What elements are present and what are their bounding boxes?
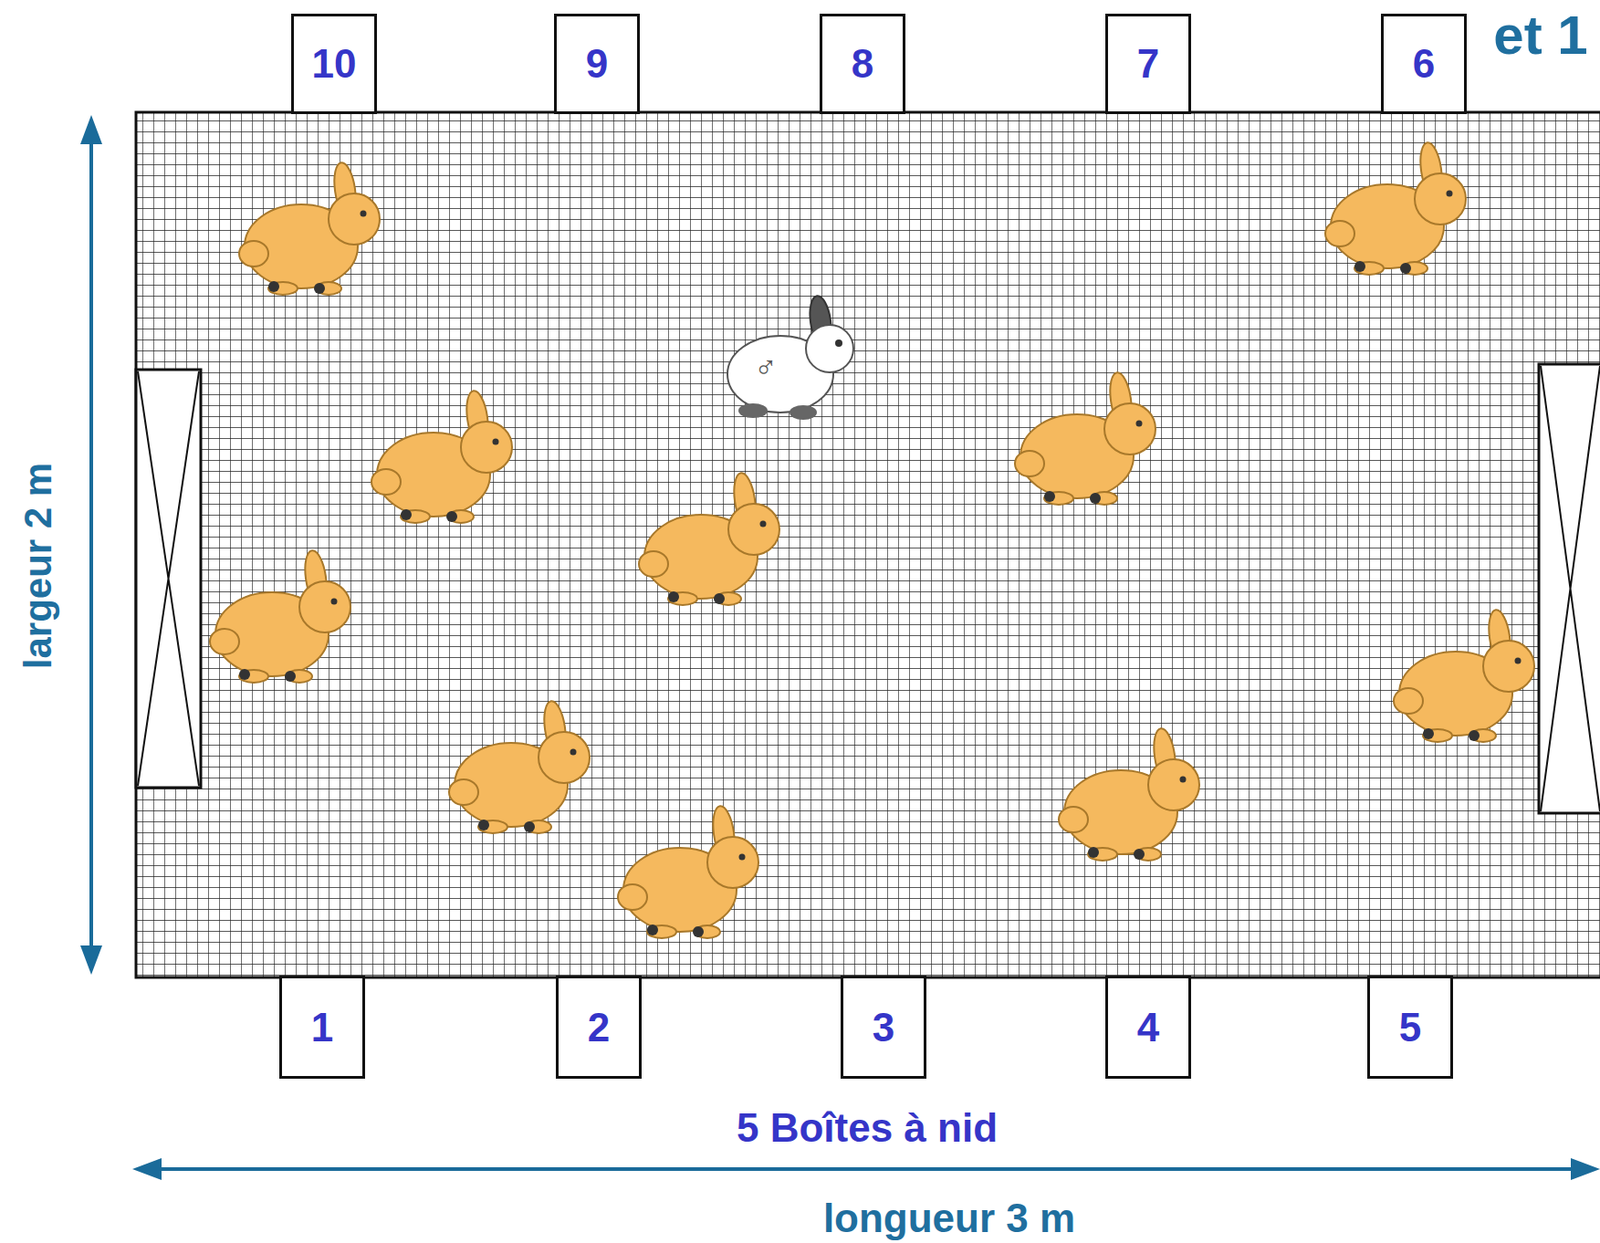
box-number: 8 xyxy=(851,41,874,87)
box-number: 7 xyxy=(1137,41,1160,87)
dimension-arrow xyxy=(80,115,1600,1181)
title-fragment: et 1 xyxy=(1493,3,1588,67)
nest-box: 2 xyxy=(555,975,642,1079)
box-number: 1 xyxy=(311,1004,334,1051)
nest-box: 10 xyxy=(291,13,377,115)
box-number: 3 xyxy=(872,1004,895,1051)
caption-label: 5 Boîtes à nid xyxy=(736,1105,998,1151)
nest-box: 1 xyxy=(279,975,366,1079)
nest-box: 6 xyxy=(1380,13,1467,115)
nest-box: 7 xyxy=(1105,13,1192,115)
dimension-label: largeur 2 m xyxy=(16,462,61,670)
nest-box: 3 xyxy=(840,975,927,1079)
male-symbol: ♂ xyxy=(753,349,778,386)
feeder xyxy=(135,364,1600,814)
nest-box: 9 xyxy=(554,13,640,115)
box-number: 4 xyxy=(1137,1004,1160,1051)
rabbit xyxy=(209,141,1535,939)
box-number: 5 xyxy=(1399,1004,1422,1051)
box-number: 10 xyxy=(312,41,357,87)
box-number: 2 xyxy=(587,1004,610,1051)
nest-box: 4 xyxy=(1105,975,1192,1079)
nest-box: 8 xyxy=(819,13,906,115)
nest-box: 5 xyxy=(1367,975,1454,1079)
box-number: 9 xyxy=(585,41,608,87)
cage-floor xyxy=(135,112,1600,978)
box-number: 6 xyxy=(1412,41,1435,87)
dimension-label: longueur 3 m xyxy=(823,1195,1076,1242)
